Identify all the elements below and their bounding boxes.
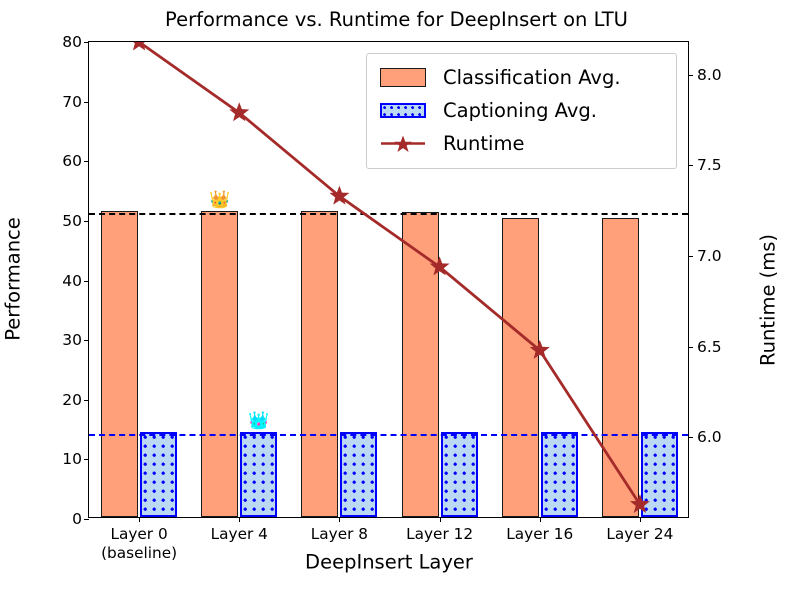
legend-item-captioning: Captioning Avg. xyxy=(377,94,666,127)
y-ticklabel-right-4: 8.0 xyxy=(697,65,722,84)
x-tickmark-5 xyxy=(639,517,641,522)
bar-hatch-pattern xyxy=(142,434,176,515)
runtime-line-layer xyxy=(132,42,650,513)
y-ticklabel-left-8: 80 xyxy=(62,33,82,51)
x-ticklabel-3: Layer 12 xyxy=(406,525,473,544)
runtime-marker-1 xyxy=(229,102,250,122)
runtime-marker-5 xyxy=(629,493,650,513)
runtime-marker-0 xyxy=(132,42,146,51)
bar-captioning-1 xyxy=(240,432,278,517)
bar-hatch-pattern xyxy=(242,434,276,515)
y-ticklabel-right-0: 6.0 xyxy=(697,428,722,447)
bar-classification-4 xyxy=(501,218,539,517)
x-ticklabel-line1: Layer 8 xyxy=(310,525,369,543)
y-tickmark-left-3 xyxy=(84,340,89,342)
bar-hatch-pattern xyxy=(342,434,376,515)
legend-label-captioning: Captioning Avg. xyxy=(443,99,597,122)
y-tickmark-right-3 xyxy=(688,165,693,167)
plot-clip: 👑👑 xyxy=(89,42,688,517)
bar-captioning-2 xyxy=(340,432,378,517)
x-ticklabel-line1: Layer 16 xyxy=(506,525,574,543)
chart-legend: Classification Avg. Captioning Avg. Runt… xyxy=(366,53,677,169)
bar-classification-0 xyxy=(101,210,139,517)
x-ticklabel-5: Layer 24 xyxy=(606,525,673,544)
y-ticklabel-left-4: 40 xyxy=(62,271,82,290)
bar-hatch-pattern xyxy=(542,434,576,515)
bar-captioning-0 xyxy=(140,432,178,517)
legend-label-classification: Classification Avg. xyxy=(443,66,621,89)
y-ticklabel-left-7: 70 xyxy=(62,92,82,111)
y-tickmark-left-7 xyxy=(84,101,89,103)
legend-item-runtime: Runtime xyxy=(377,127,666,160)
legend-swatch-captioning-icon xyxy=(377,100,429,121)
x-ticklabel-2: Layer 8 xyxy=(311,525,368,544)
y-ticklabel-right-2: 7.0 xyxy=(697,247,722,265)
bar-captioning-4 xyxy=(540,432,578,517)
x-ticklabel-line2: (baseline) xyxy=(101,543,178,562)
x-ticklabel-line1: Layer 24 xyxy=(606,525,674,543)
runtime-marker-2 xyxy=(329,185,350,205)
blue-crown-icon: 👑 xyxy=(248,411,270,432)
y-ticklabel-right-1: 6.5 xyxy=(697,337,722,356)
legend-swatch-classification-icon xyxy=(377,67,429,88)
x-ticklabel-4: Layer 16 xyxy=(506,525,573,544)
y-ticklabel-left-2: 20 xyxy=(62,390,82,409)
y-tickmark-right-0 xyxy=(688,437,693,439)
y-tickmark-right-1 xyxy=(688,346,693,348)
gold-crown-icon: 👑 xyxy=(209,189,231,210)
y-axis-label-left: Performance xyxy=(1,217,25,341)
bar-captioning-3 xyxy=(440,432,478,517)
x-tickmark-1 xyxy=(239,517,241,522)
y-ticklabel-left-0: 0 xyxy=(72,510,82,528)
x-ticklabel-0: Layer 0(baseline) xyxy=(101,525,177,562)
bar-classification-1 xyxy=(201,210,239,517)
x-tickmark-2 xyxy=(339,517,341,522)
y-ticklabel-left-6: 60 xyxy=(62,152,82,171)
y-ticklabel-left-1: 10 xyxy=(62,450,82,469)
y-tickmark-left-8 xyxy=(84,42,89,43)
legend-marker-runtime-icon xyxy=(377,133,429,154)
chart-title: Performance vs. Runtime for DeepInsert o… xyxy=(165,8,628,31)
x-axis-label: DeepInsert Layer xyxy=(305,550,473,574)
y-tickmark-left-1 xyxy=(84,459,89,461)
y-tickmark-right-2 xyxy=(688,256,693,257)
x-ticklabel-line1: Layer 12 xyxy=(406,525,474,543)
x-tickmark-4 xyxy=(539,517,541,522)
y-ticklabel-left-3: 30 xyxy=(62,331,82,350)
y-tickmark-left-4 xyxy=(84,280,89,282)
reference-line-captioning-baseline xyxy=(89,434,688,437)
x-ticklabel-line1: Layer 4 xyxy=(210,525,268,543)
y-tickmark-left-6 xyxy=(84,161,89,163)
y-axis-label-right: Runtime (ms) xyxy=(756,233,780,367)
runtime-marker-3 xyxy=(429,256,450,276)
runtime-marker-4 xyxy=(529,339,550,359)
bar-hatch-pattern xyxy=(442,434,476,515)
x-tickmark-3 xyxy=(439,517,441,522)
x-ticklabel-1: Layer 4 xyxy=(211,525,268,544)
x-ticklabel-line1: Layer 0 xyxy=(110,525,168,543)
reference-line-classification-baseline xyxy=(89,212,688,215)
y-ticklabel-left-5: 50 xyxy=(62,211,82,230)
y-tickmark-right-4 xyxy=(688,74,693,76)
y-ticklabel-right-3: 7.5 xyxy=(697,156,722,175)
legend-item-classification: Classification Avg. xyxy=(377,61,666,94)
legend-label-runtime: Runtime xyxy=(443,132,525,155)
runtime-line xyxy=(138,42,642,506)
y-tickmark-left-0 xyxy=(84,519,89,520)
bar-classification-5 xyxy=(601,218,639,517)
y-tickmark-left-5 xyxy=(84,220,89,222)
x-tickmark-0 xyxy=(139,517,141,522)
bar-classification-2 xyxy=(301,210,339,517)
y-tickmark-left-2 xyxy=(84,399,89,401)
